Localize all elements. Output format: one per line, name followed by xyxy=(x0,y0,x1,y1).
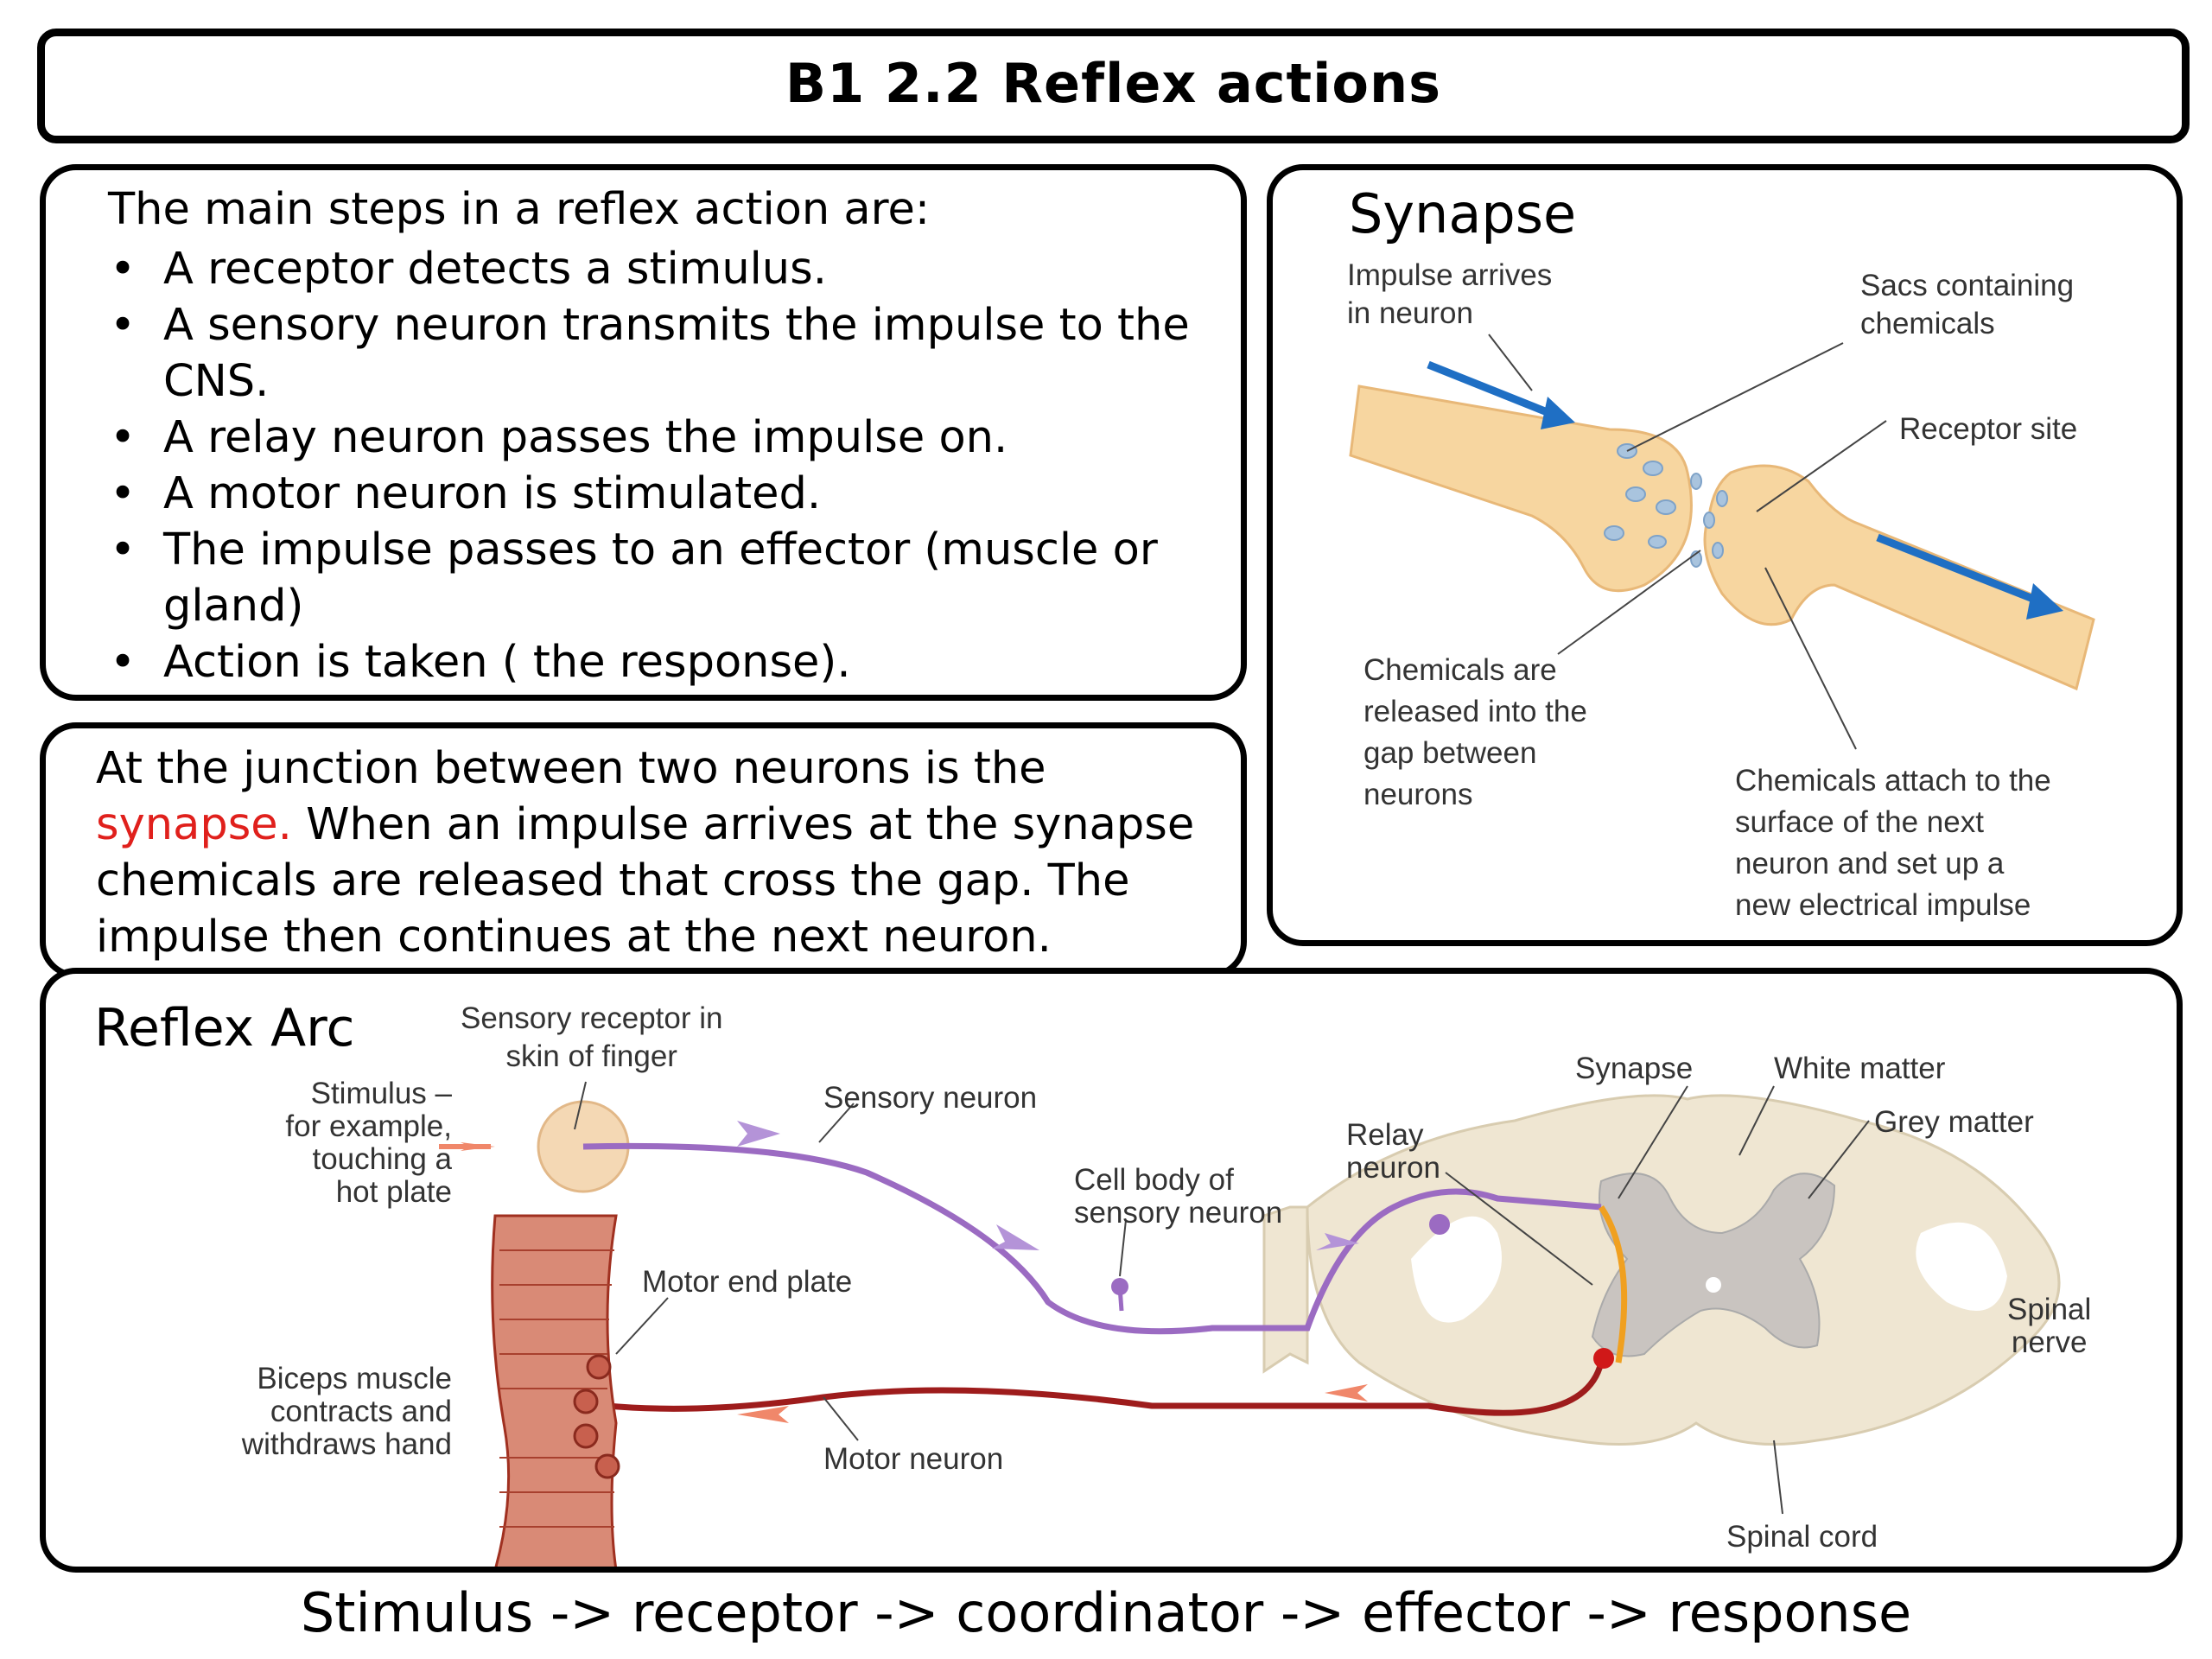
label-sensory-neuron: Sensory neuron xyxy=(823,1081,1038,1115)
explanation-start: At the junction between two neurons is t… xyxy=(96,743,1046,794)
label-white-matter: White matter xyxy=(1774,1052,1946,1085)
list-item: • A sensory neuron transmits the impulse … xyxy=(110,297,1216,410)
label-biceps: Biceps muscle contracts and withdraws ha… xyxy=(241,1362,452,1461)
list-item: • The impulse passes to an effector (musc… xyxy=(110,522,1216,634)
label-cell-body: Cell body of sensory neuron xyxy=(1074,1163,1283,1230)
outgoing-impulse-arrow xyxy=(1876,533,2044,607)
synapse-illustration xyxy=(1349,334,2095,750)
steps-intro: The main steps in a reflex action are: xyxy=(108,184,931,235)
motor-end-plates xyxy=(573,1354,620,1479)
label-motor-end-plate: Motor end plate xyxy=(642,1265,853,1299)
label-relay-neuron: Relay neuron xyxy=(1346,1118,1440,1185)
label-stimulus: Stimulus – for example, touching a hot p… xyxy=(285,1077,452,1209)
bullet-icon: • xyxy=(110,412,137,463)
postsynaptic-neuron xyxy=(1703,464,2095,691)
bullet-icon: • xyxy=(110,524,137,575)
step-text: Action is taken ( the response). xyxy=(163,637,851,688)
leader-lines xyxy=(1488,334,1887,750)
reflex-steps-panel: The main steps in a reflex action are: •… xyxy=(40,164,1247,701)
arrow-head-icon xyxy=(1541,397,1575,429)
central-canal xyxy=(1706,1277,1721,1293)
bullet-icon: • xyxy=(110,468,137,519)
step-text: A sensory neuron transmits the impulse t… xyxy=(163,300,1190,407)
reflex-leader-lines xyxy=(574,1081,1870,1515)
bullet-icon: • xyxy=(110,244,137,295)
grey-matter xyxy=(1591,1173,1836,1357)
motor-cell-body xyxy=(1593,1348,1614,1369)
label-chemicals-released: Chemicals are released into the gap betw… xyxy=(1363,653,1587,811)
reflex-sequence: Stimulus -> receptor -> coordinator -> e… xyxy=(300,1581,1912,1644)
synapse-diagram-panel: Synapse xyxy=(1267,164,2183,946)
relay-neuron xyxy=(1599,1205,1628,1363)
label-impulse-arrives: Impulse arrives in neuron xyxy=(1347,258,1553,330)
bullet-icon: • xyxy=(110,300,137,351)
step-text: A relay neuron passes the impulse on. xyxy=(163,412,1008,463)
label-sacs: Sacs containing chemicals xyxy=(1860,269,2075,340)
label-motor-neuron: Motor neuron xyxy=(823,1442,1004,1476)
bullet-icon: • xyxy=(110,637,137,688)
motor-neuron xyxy=(607,1362,1605,1416)
white-matter-hole xyxy=(1411,1216,1502,1323)
list-item: • A receptor detects a stimulus. xyxy=(110,241,1216,297)
title-banner: B1 2.2 Reflex actions xyxy=(37,29,2190,143)
label-receptor-site: Receptor site xyxy=(1899,412,2078,446)
list-item: • A relay neuron passes the impulse on. xyxy=(110,410,1216,466)
motor-direction-arrows xyxy=(737,1384,1368,1423)
label-chemicals-attach: Chemicals attach to the surface of the n… xyxy=(1735,764,2051,922)
label-synapse: Synapse xyxy=(1575,1052,1694,1085)
step-text: A motor neuron is stimulated. xyxy=(163,468,822,519)
relay-cell-body xyxy=(1429,1214,1450,1235)
synapse-heading: Synapse xyxy=(1349,182,1577,245)
arrow-head-icon xyxy=(2026,583,2063,620)
reflex-arc-heading: Reflex Arc xyxy=(94,998,355,1058)
label-sensory-receptor: Sensory receptor in skin of finger xyxy=(461,1001,723,1073)
synapse-explanation-panel: At the junction between two neurons is t… xyxy=(40,722,1247,978)
spinal-nerve xyxy=(1262,1205,1309,1374)
sensory-neuron xyxy=(582,1142,1602,1335)
page-title: B1 2.2 Reflex actions xyxy=(785,52,1442,115)
label-spinal-nerve: Spinal nerve xyxy=(2007,1293,2092,1359)
muscle-striations xyxy=(499,1249,614,1528)
label-grey-matter: Grey matter xyxy=(1874,1105,2034,1139)
explanation-end: When an impulse arrives at the synapse c… xyxy=(96,799,1195,963)
sensory-direction-arrows xyxy=(737,1121,1359,1250)
steps-list: • A receptor detects a stimulus. • A senso… xyxy=(110,241,1216,690)
synapse-keyword: synapse. xyxy=(96,799,292,850)
biceps-muscle xyxy=(491,1214,618,1567)
step-text: A receptor detects a stimulus. xyxy=(163,244,827,295)
label-spinal-cord: Spinal cord xyxy=(1726,1520,1878,1554)
list-item: • Action is taken ( the response). xyxy=(110,634,1216,690)
step-text: The impulse passes to an effector (muscl… xyxy=(163,524,1158,632)
reflex-arc-illustration xyxy=(439,1081,2061,1567)
presynaptic-neuron xyxy=(1349,385,1693,593)
incoming-impulse-arrow xyxy=(1427,360,1560,421)
white-matter-hole xyxy=(1916,1222,2007,1311)
list-item: • A motor neuron is stimulated. xyxy=(110,466,1216,522)
reflex-arc-panel: Reflex Arc xyxy=(40,968,2183,1573)
synapse-explanation: At the junction between two neurons is t… xyxy=(96,741,1236,965)
